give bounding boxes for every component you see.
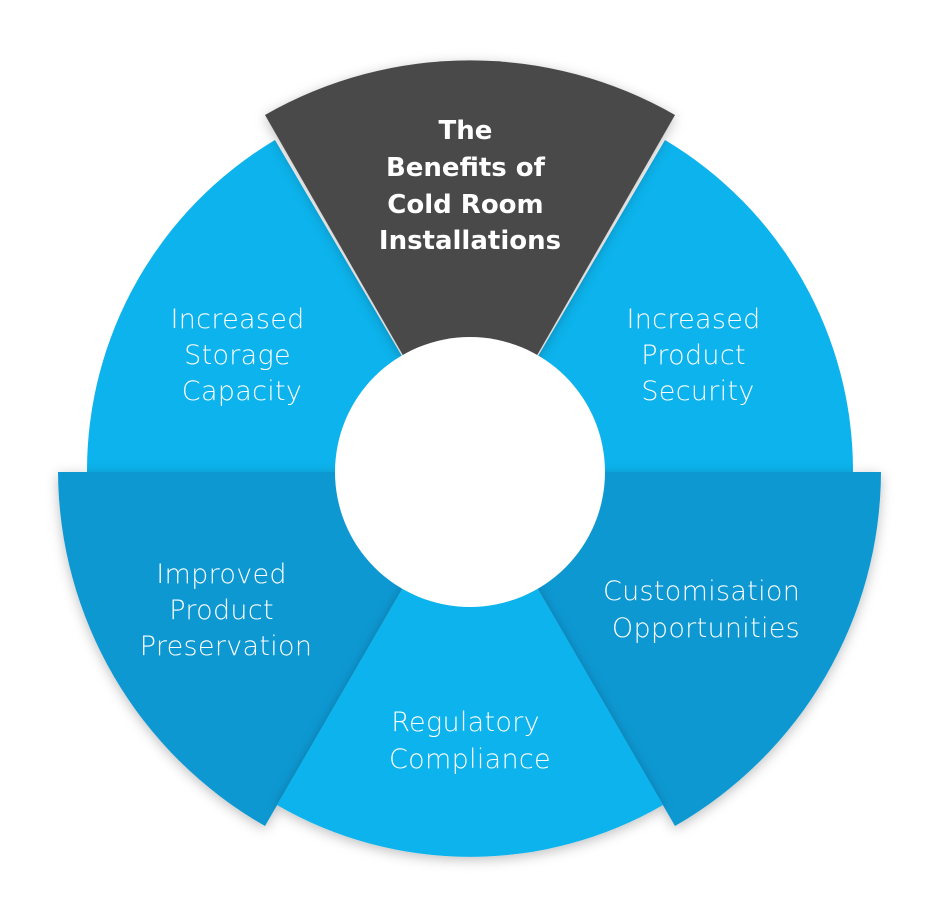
segment-increased-storage-capacity [86,140,471,472]
label-line: Preservation [140,631,313,662]
label-line: Opportunities [612,613,800,644]
label-line: Compliance [389,744,551,775]
title-line-4: Installations [379,226,561,256]
diagram-title: The Benefits of Cold Room Installations [379,116,561,256]
label-line: Customisation [603,576,800,607]
segment-increased-product-security [470,140,854,472]
label-line: Storage [184,340,291,371]
label-line: Product [641,340,746,371]
label-regulatory-compliance: Regulatory Compliance [389,707,551,775]
title-line-3: Cold Room [387,190,543,220]
label-line: Product [169,595,274,626]
label-increased-product-security: Increased Product Security [627,304,770,407]
label-line: Increased [627,304,761,335]
label-increased-storage-capacity: Increased Storage Capacity [171,304,314,407]
label-line: Capacity [182,376,302,407]
label-customisation-opportunities: Customisation Opportunities [603,576,809,644]
label-line: Increased [171,304,305,335]
segment-improved-product-preservation [58,472,470,826]
label-line: Improved [156,559,287,590]
label-line: Regulatory [391,707,540,738]
segment-regulatory-compliance [277,472,663,857]
label-line: Security [641,376,754,407]
title-line-1: The [439,116,493,146]
segment-title [265,60,675,472]
title-line-2: Benefits of [386,153,546,183]
segment-customisation-opportunities [470,472,881,826]
label-improved-product-preservation: Improved Product Preservation [140,559,313,662]
